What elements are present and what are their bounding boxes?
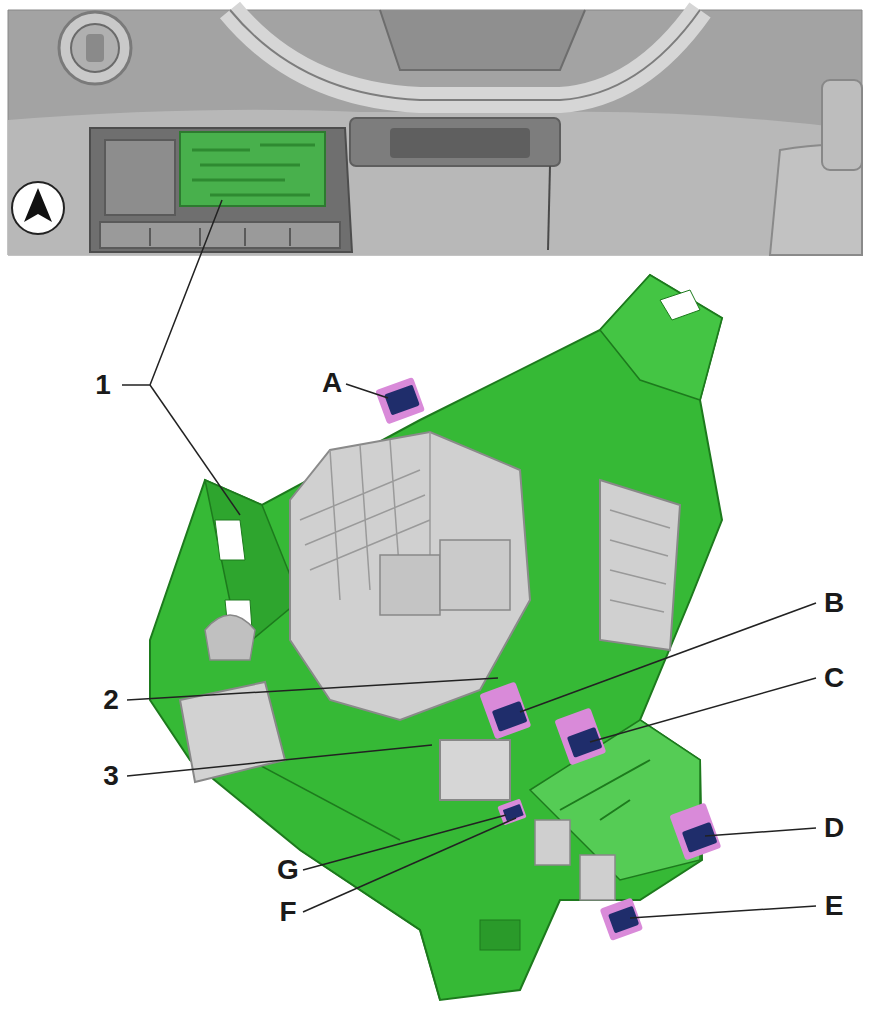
plug-connectors-part-part — [492, 701, 528, 732]
fuse-block-part — [290, 432, 530, 720]
leader-lines-part — [150, 385, 240, 515]
green-bracket-part — [600, 275, 722, 400]
leader-lines-part — [520, 603, 816, 712]
dashboard-view — [8, 10, 862, 255]
fuse-block-part — [205, 615, 255, 660]
dashboard-view-part — [105, 140, 175, 215]
dashboard-view-part — [390, 128, 530, 158]
dashboard-view-part — [8, 10, 862, 255]
dashboard-view-part — [71, 24, 119, 72]
leader-lines-part — [590, 678, 816, 742]
callout-number: 1 — [93, 370, 113, 400]
plug-connectors-part — [554, 707, 606, 765]
dashboard-view-part — [8, 10, 862, 255]
leader-lines-part — [127, 678, 498, 700]
green-bracket-part — [215, 520, 252, 630]
dashboard-view-part — [230, 10, 700, 100]
leader-lines — [122, 200, 816, 918]
dashboard-view-part — [90, 128, 352, 252]
green-bracket-part — [150, 275, 722, 1000]
plug-connectors-part-part — [384, 385, 420, 416]
callout-letter: C — [822, 663, 846, 693]
plug-connectors-part-part — [554, 707, 606, 765]
dashboard-view-part — [24, 188, 52, 222]
leader-lines-part — [303, 818, 516, 912]
green-bracket-part — [560, 760, 650, 820]
callout-letter: G — [275, 855, 301, 885]
leader-lines-part — [705, 828, 816, 836]
dashboard-view-part — [59, 12, 131, 84]
leader-lines-part — [127, 745, 432, 776]
fuse-block-part — [610, 510, 670, 612]
plug-connectors-part-part — [669, 802, 721, 860]
green-bracket-part — [660, 290, 700, 320]
fuse-block — [180, 432, 680, 900]
dashboard-view-part — [548, 166, 550, 250]
fuse-block-part — [440, 540, 510, 610]
fuse-block-part — [535, 820, 570, 865]
dashboard-view-part — [192, 145, 315, 195]
leader-lines-part — [303, 815, 506, 870]
dashboard-view-part — [822, 80, 862, 170]
fuse-block-part — [180, 682, 285, 782]
leader-lines-part — [122, 200, 222, 385]
dashboard-view-part — [100, 222, 340, 248]
dashboard-view-part — [350, 118, 560, 166]
fuse-block-part — [440, 740, 510, 800]
leader-lines-part — [346, 384, 388, 398]
plug-connectors-part-part — [600, 897, 644, 941]
fuse-block-part — [380, 555, 440, 615]
callout-letter: E — [823, 891, 846, 921]
callout-letter: B — [822, 588, 846, 618]
plug-connectors-part — [669, 802, 721, 860]
callout-letter: A — [320, 368, 344, 398]
plug-connectors-part — [375, 377, 425, 425]
green-bracket-part — [250, 760, 440, 1000]
fuse-block-part — [600, 480, 680, 650]
green-bracket-part — [480, 920, 520, 950]
plug-connectors-part-part — [682, 822, 718, 853]
dashboard-view-part — [180, 132, 325, 206]
plug-connectors-part-part — [567, 727, 603, 758]
leader-lines-part — [630, 906, 816, 918]
plug-connectors-part-part — [375, 377, 425, 425]
dashboard-view-part — [230, 10, 700, 100]
callout-letter: F — [277, 897, 298, 927]
plug-connectors-part-part — [497, 798, 526, 825]
dashboard-view-part — [12, 182, 64, 234]
dashboard-view-part — [150, 228, 290, 246]
callout-number: 3 — [101, 761, 121, 791]
callout-number: 2 — [101, 685, 121, 715]
callout-letter: D — [822, 813, 846, 843]
dashboard-view-part — [86, 34, 104, 62]
plug-connectors-part-part — [608, 906, 639, 934]
dashboard-view-part — [380, 10, 585, 70]
fuse-block-part — [580, 855, 615, 900]
dashboard-view-part — [8, 110, 862, 255]
plug-connectors-part — [600, 897, 644, 941]
green-bracket — [150, 275, 722, 1000]
plug-connectors-part — [497, 798, 526, 825]
